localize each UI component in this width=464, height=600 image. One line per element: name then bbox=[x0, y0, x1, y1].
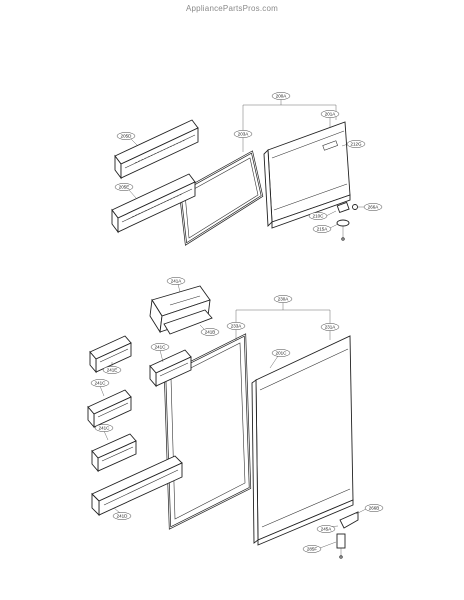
callout-215A: 215A bbox=[312, 225, 332, 233]
svg-text:266B: 266B bbox=[369, 506, 380, 511]
svg-text:231A: 231A bbox=[325, 325, 336, 330]
callout-205E: 205E bbox=[114, 183, 134, 191]
svg-text:203A: 203A bbox=[238, 132, 249, 137]
lower-door-panel bbox=[251, 335, 354, 546]
svg-text:241E: 241E bbox=[107, 368, 118, 373]
svg-text:245A: 245A bbox=[321, 527, 332, 532]
svg-text:285F: 285F bbox=[307, 547, 318, 552]
svg-text:241C: 241C bbox=[155, 345, 167, 350]
lower-hinge-hardware bbox=[336, 511, 359, 559]
callout-203A: 203A bbox=[233, 130, 253, 138]
callout-241A: 241A bbox=[166, 277, 186, 285]
callout-241E: 241E bbox=[102, 366, 122, 374]
svg-text:241D: 241D bbox=[117, 514, 129, 519]
callout-205D: 205D bbox=[116, 132, 136, 140]
small-door-bin-4 bbox=[91, 433, 137, 473]
upper-door-bin-bottom bbox=[111, 173, 196, 234]
small-door-bin-3 bbox=[87, 389, 132, 429]
svg-text:205E: 205E bbox=[119, 185, 130, 190]
callout-285F: 285F bbox=[302, 545, 322, 553]
callout-230A: 230A bbox=[273, 295, 293, 303]
callout-241C-2: 241C bbox=[90, 379, 110, 387]
svg-text:212G: 212G bbox=[350, 142, 362, 147]
callout-241C-1: 241C bbox=[150, 343, 170, 351]
upper-door-bin-top bbox=[114, 119, 199, 180]
callout-200A: 200A bbox=[271, 92, 291, 100]
small-door-bin-1 bbox=[89, 335, 132, 374]
svg-text:230A: 230A bbox=[278, 297, 289, 302]
svg-text:215A: 215A bbox=[317, 227, 328, 232]
upper-door-gasket bbox=[178, 150, 264, 246]
callout-266B: 266B bbox=[364, 504, 384, 512]
svg-text:210C: 210C bbox=[313, 214, 325, 219]
svg-text:233A: 233A bbox=[231, 324, 242, 329]
callout-231A: 231A bbox=[320, 323, 340, 331]
callout-266A: 266A bbox=[363, 203, 383, 211]
small-door-bin-2 bbox=[149, 349, 192, 388]
callout-201C: 201C bbox=[271, 349, 291, 357]
svg-text:241B: 241B bbox=[205, 330, 216, 335]
lower-door-bin-long bbox=[91, 455, 183, 517]
callout-241B: 241B bbox=[200, 328, 220, 336]
upper-hinge-hardware bbox=[336, 201, 358, 241]
svg-text:266A: 266A bbox=[368, 205, 379, 210]
svg-text:241C: 241C bbox=[99, 426, 111, 431]
callout-210C: 210C bbox=[308, 212, 328, 220]
callout-241C-3: 241C bbox=[94, 424, 114, 432]
callout-233A: 233A bbox=[226, 322, 246, 330]
callout-201A: 201A bbox=[320, 110, 340, 118]
svg-text:201C: 201C bbox=[276, 351, 288, 356]
svg-text:205D: 205D bbox=[121, 134, 133, 139]
svg-text:241A: 241A bbox=[171, 279, 182, 284]
svg-text:200A: 200A bbox=[276, 94, 287, 99]
callout-212G: 212G bbox=[346, 140, 366, 148]
svg-text:201A: 201A bbox=[325, 112, 336, 117]
watermark: AppliancePartsPros.com bbox=[186, 4, 278, 13]
svg-text:241C: 241C bbox=[95, 381, 107, 386]
dairy-compartment bbox=[149, 285, 213, 335]
callout-245A: 245A bbox=[316, 525, 336, 533]
upper-door-panel bbox=[263, 121, 351, 229]
callout-241D: 241D bbox=[112, 512, 132, 520]
